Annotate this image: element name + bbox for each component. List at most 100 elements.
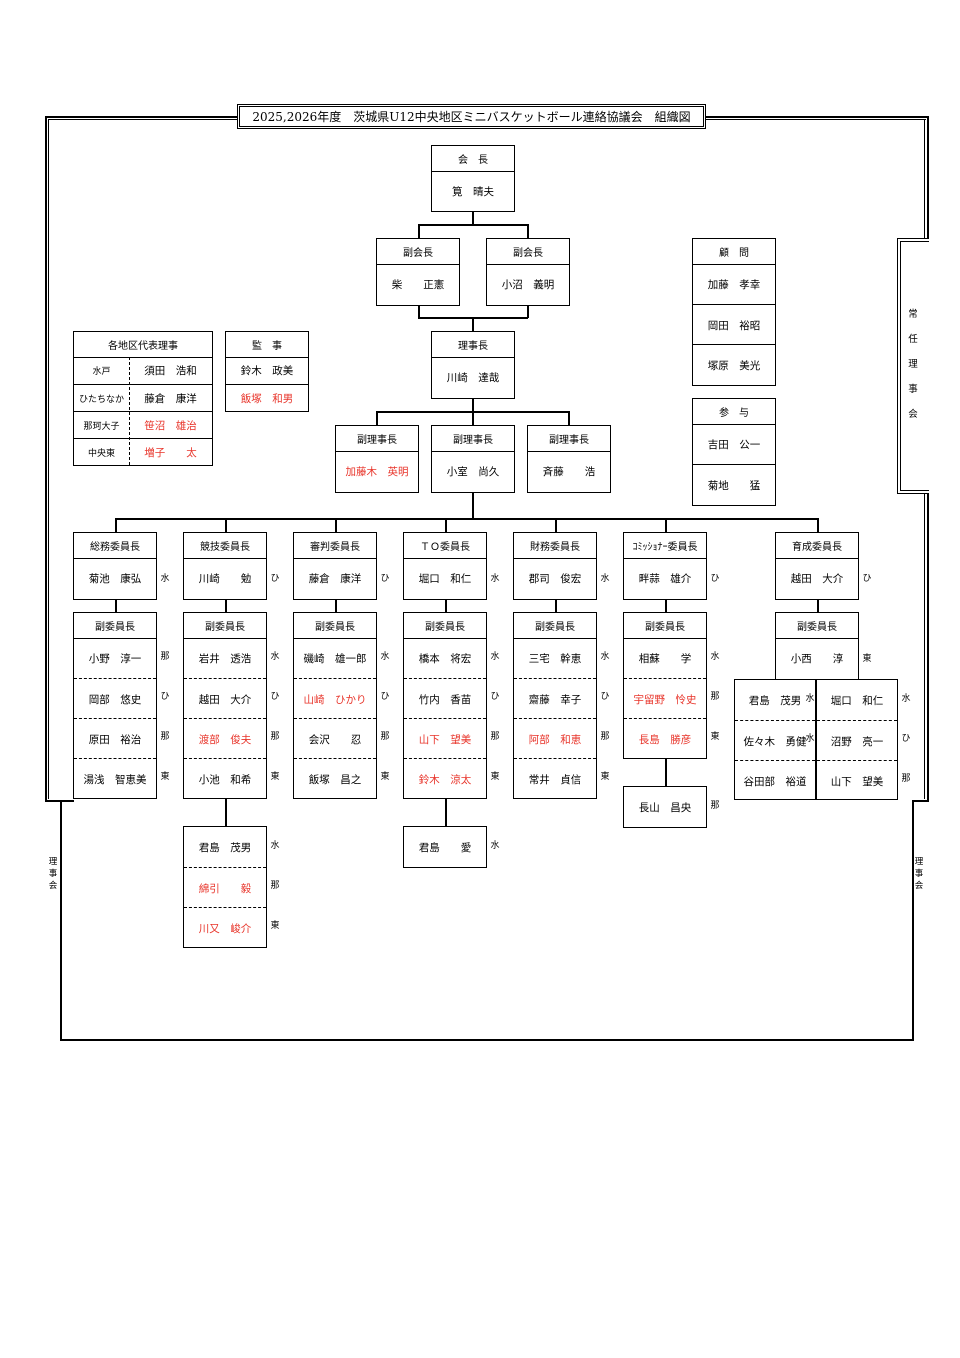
rijicho-heading: 理事長 [432,332,514,358]
vice-chair-name: 齋藤 幸子 [514,678,596,719]
extra-member-name: 川又 峻介 [184,907,266,948]
area-tag: 東 [160,772,170,782]
kanji-name: 鈴木 政美 [240,365,294,377]
area-tag: 東 [862,654,872,664]
frame-left-line [45,116,47,802]
vice-heading: 副委員長 [74,613,156,639]
vice-chair-name: 常井 貞信 [514,758,596,799]
jonin-rijikai-tab [897,238,929,494]
connector [472,492,474,519]
rijikai-char: 会 [48,881,58,891]
vice-chair-name: 原田 裕治 [74,718,156,759]
rijikai-char: 会 [914,881,924,891]
vice-chair-name: 谷田部 裕道 [735,760,815,801]
lower-frame-line [912,800,914,1040]
extra-member-box: 君島 愛 [403,826,487,868]
connector [568,411,570,426]
connector [115,518,817,520]
connector [225,798,227,826]
area-tag: 東 [270,921,280,931]
connector [472,398,474,412]
connector [418,305,420,318]
frame-top-line [706,116,929,118]
vice-chair-name: 長島 勝彦 [624,718,706,759]
kanji-box: 監 事 鈴木 政美 飯塚 和男 [225,331,309,412]
chiku-name: 増子 太 [129,438,212,466]
fukurijicho-name: 加藤木 英明 [345,466,409,478]
connector [555,518,557,532]
chiku-area: ひたちなか [74,384,129,412]
committee-heading: 育成委員長 [776,533,858,559]
vice-chair-box: 副委員長三宅 幹恵齋藤 幸子阿部 和恵常井 貞信 [513,612,597,799]
vice-chair-name: 相蘇 学 [638,652,692,665]
connector [472,317,474,332]
area-tag: ひ [270,574,280,584]
vice-heading: 副委員長 [184,613,266,639]
vice-chair-name: 小西 淳 [790,653,844,665]
fukukaicho-name: 柴 正憲 [391,279,445,291]
area-tag: 那 [901,774,911,784]
fukukaicho-box: 副会長 柴 正憲 [376,238,460,306]
vice-chair-box: 副委員長小野 淳一岡部 悠史原田 裕治湯浅 智恵美 [73,612,157,799]
fukukaicho-heading: 副会長 [377,239,459,265]
committee-heading: 審判委員長 [294,533,376,559]
area-tag: 那 [710,692,720,702]
frame-top-line [48,119,238,120]
vice-chair-name: 渡部 俊夫 [184,718,266,759]
committee-chair-name: 郡司 俊宏 [528,573,582,585]
connector [115,518,117,532]
chiku-name: 笹沼 雄治 [129,411,212,439]
chiku-name: 須田 浩和 [144,365,197,377]
area-tag: 水 [805,694,815,704]
committee-chair-box: 競技委員長川崎 勉 [183,532,267,600]
vice-chair-name: 山崎 ひかり [294,678,376,719]
vice-chair-name: 橋本 将宏 [418,652,472,665]
frame-bottom-line [45,800,74,802]
kaicho-box: 会 長 筧 晴夫 [431,145,515,212]
page-title: 2025,2026年度 茨城県U12中央地区ミニバスケットボール連絡協議会 組織… [237,104,706,129]
rijikai-char: 理 [48,857,58,867]
lower-frame-line [60,800,62,1040]
kaicho-name: 筧 晴夫 [452,185,494,198]
vice-chair-name: 越田 大介 [184,678,266,719]
vice-chair-box: 君島 茂男佐々木 勇健谷田部 裕道 [734,679,816,800]
area-tag: ひ [160,692,170,702]
vice-chair-box: 副委員長小西 淳 [775,612,859,680]
komon-heading: 顧 問 [693,239,775,265]
committee-heading: 財務委員長 [514,533,596,559]
jonin-char: 事 [908,384,918,395]
committee-heading: 総務委員長 [74,533,156,559]
vice-chair-box: 副委員長岩井 透浩越田 大介渡部 俊夫小池 和希 [183,612,267,799]
komon-box: 顧 問 加藤 孝幸 岡田 裕昭 塚原 美光 [692,238,776,386]
frame-top-line [706,119,926,120]
jonin-char: 常 [908,309,918,320]
connector [445,518,447,532]
area-tag: ひ [862,574,872,584]
vice-chair-name: 小野 淳一 [88,652,142,665]
connector [472,211,474,225]
jonin-char: 任 [908,334,918,345]
area-tag: 水 [270,652,280,662]
fukurijicho-heading: 副理事長 [528,426,610,452]
vice-chair-name: 飯塚 昌之 [294,758,376,799]
sanyo-heading: 参 与 [693,399,775,425]
kanji-name: 飯塚 和男 [226,384,308,412]
jonin-char: 理 [908,359,918,370]
vice-chair-name: 鈴木 涼太 [404,758,486,799]
committee-chair-box: ｺﾐｯｼｮﾅｰ委員長畔蒜 雄介 [623,532,707,600]
vice-heading: 副委員長 [776,613,858,639]
area-tag: 水 [600,574,610,584]
chiku-box: 各地区代表理事 水戸 須田 浩和 ひたちなか 藤倉 康洋 那珂大子 笹沼 雄治 … [73,331,213,466]
area-tag: ひ [901,734,911,744]
chiku-area: 那珂大子 [74,411,129,439]
committee-chair-name: 堀口 和仁 [418,573,472,585]
fukukaicho-box: 副会長 小沼 義明 [486,238,570,306]
connector [817,518,819,532]
area-tag: 水 [490,574,500,584]
committee-chair-box: ＴＯ委員長堀口 和仁 [403,532,487,600]
fukurijicho-box: 副理事長 加藤木 英明 [335,425,419,493]
lower-frame-line [60,1039,914,1041]
vice-chair-box: 副委員長橋本 将宏竹内 香苗山下 望美鈴木 涼太 [403,612,487,799]
committee-heading: ｺﾐｯｼｮﾅｰ委員長 [624,533,706,559]
area-tag: 東 [710,732,720,742]
